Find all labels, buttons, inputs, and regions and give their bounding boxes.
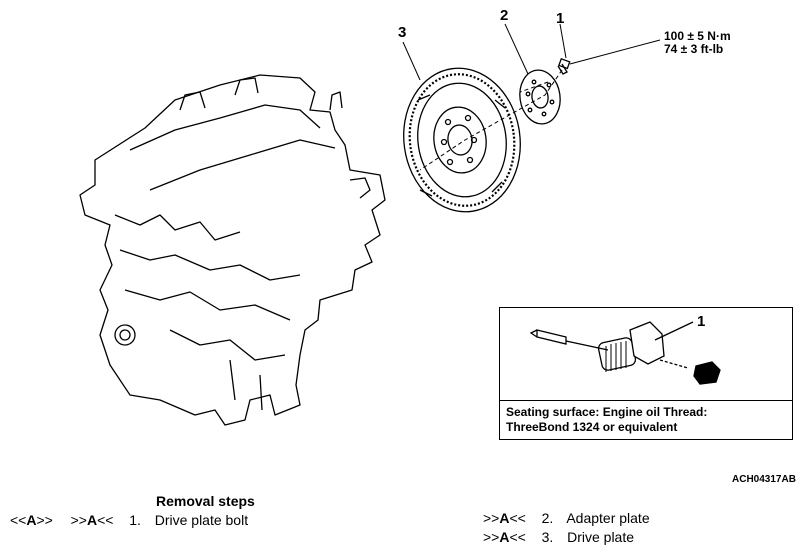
step-2-label: Adapter plate (566, 510, 650, 526)
adapter-plate-drawing (519, 69, 561, 125)
inset-bolt-drawing (529, 321, 721, 385)
step-1-suffix: << (97, 512, 114, 528)
step-1-number: 1. (129, 512, 141, 528)
callout-2: 2 (500, 7, 509, 24)
step-3-label: Drive plate (567, 529, 635, 545)
step-3-code: A (499, 529, 510, 545)
alignment-lines (419, 69, 563, 171)
drive-plate-drawing (403, 67, 521, 213)
callout-3: 3 (398, 24, 407, 41)
step-1-label: Drive plate bolt (154, 512, 249, 528)
removal-step-3: >>A<< 3. Drive plate (483, 529, 634, 545)
inset-caption: Seating surface: Engine oil Thread: Thre… (500, 400, 792, 439)
removal-steps-title: Removal steps (156, 493, 255, 509)
removal-step-1: <<A>> >>A<< 1. Drive plate bolt (10, 512, 248, 528)
step-3-number: 3. (541, 529, 554, 545)
callout-1: 1 (556, 10, 565, 27)
step-2-code: A (499, 510, 510, 526)
step-1-prefix-left: << (10, 512, 27, 528)
step-2-suffix: << (509, 510, 526, 526)
step-1-code: A (86, 512, 98, 528)
torque-metric: 100 ± 5 N·m (664, 29, 731, 43)
step-3-prefix: >> (483, 529, 500, 545)
step-1-suffix-left: >> (36, 512, 53, 528)
step-1-prefix: >> (70, 512, 87, 528)
inset-detail-box: 1 Seating surface: Engine oil Thread: Th… (499, 307, 793, 440)
step-2-prefix: >> (483, 510, 500, 526)
inset-caption-line2: ThreeBond 1324 or equivalent (506, 420, 678, 434)
inset-caption-line1: Seating surface: Engine oil Thread: (506, 405, 708, 419)
torque-imperial: 74 ± 3 ft-lb (664, 42, 724, 56)
leader-lines (402, 23, 661, 81)
step-3-suffix: << (509, 529, 526, 545)
step-2-number: 2. (541, 510, 554, 526)
torque-spec: 100 ± 5 N·m 74 ± 3 ft-lb (664, 30, 731, 56)
step-1-code-left: A (26, 512, 37, 528)
bolt-drawing (557, 57, 571, 75)
figure-id: ACH04317AB (732, 474, 796, 485)
removal-step-2: >>A<< 2. Adapter plate (483, 510, 650, 526)
inset-callout-1: 1 (697, 313, 706, 330)
engine-block-drawing (79, 74, 386, 426)
